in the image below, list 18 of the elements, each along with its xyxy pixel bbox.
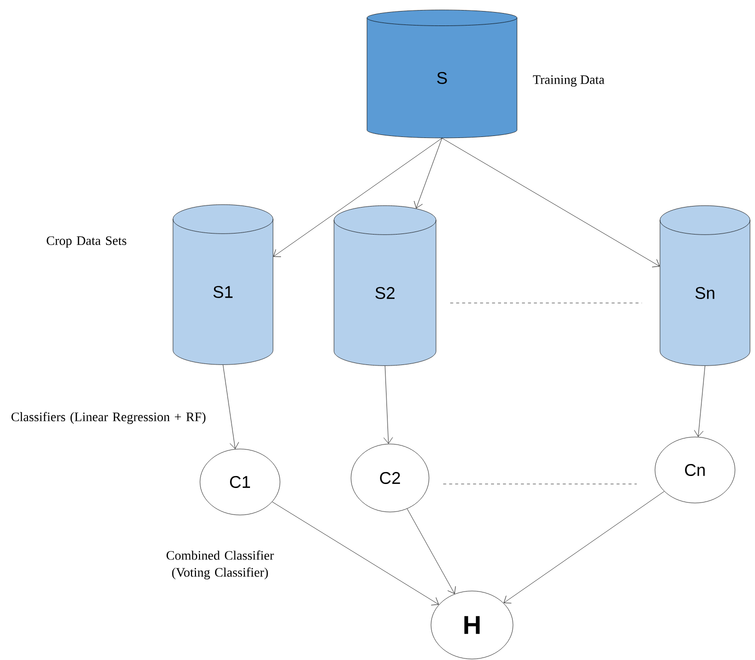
annotation-text: Crop Data Sets <box>46 236 126 248</box>
arrow <box>504 491 664 604</box>
arrow <box>694 366 706 437</box>
annotation-text: Combined Classifier (Voting Classifier) <box>166 550 274 580</box>
database-cylinder: S2 <box>334 205 436 366</box>
annotation-text: Classifiers (Linear Regression + RF) <box>11 412 206 424</box>
arrow <box>384 366 393 444</box>
database-cylinder: S <box>366 10 518 138</box>
arrow <box>414 138 442 208</box>
ellipsis-line <box>450 302 642 304</box>
arrow <box>406 508 456 594</box>
arrow <box>442 138 660 268</box>
side-label: Training Data <box>532 75 604 87</box>
arrow <box>273 138 442 257</box>
database-cylinder: S1 <box>172 204 274 365</box>
arrow <box>272 502 439 606</box>
arrow <box>222 364 239 449</box>
database-cylinder: Sn <box>660 205 750 366</box>
